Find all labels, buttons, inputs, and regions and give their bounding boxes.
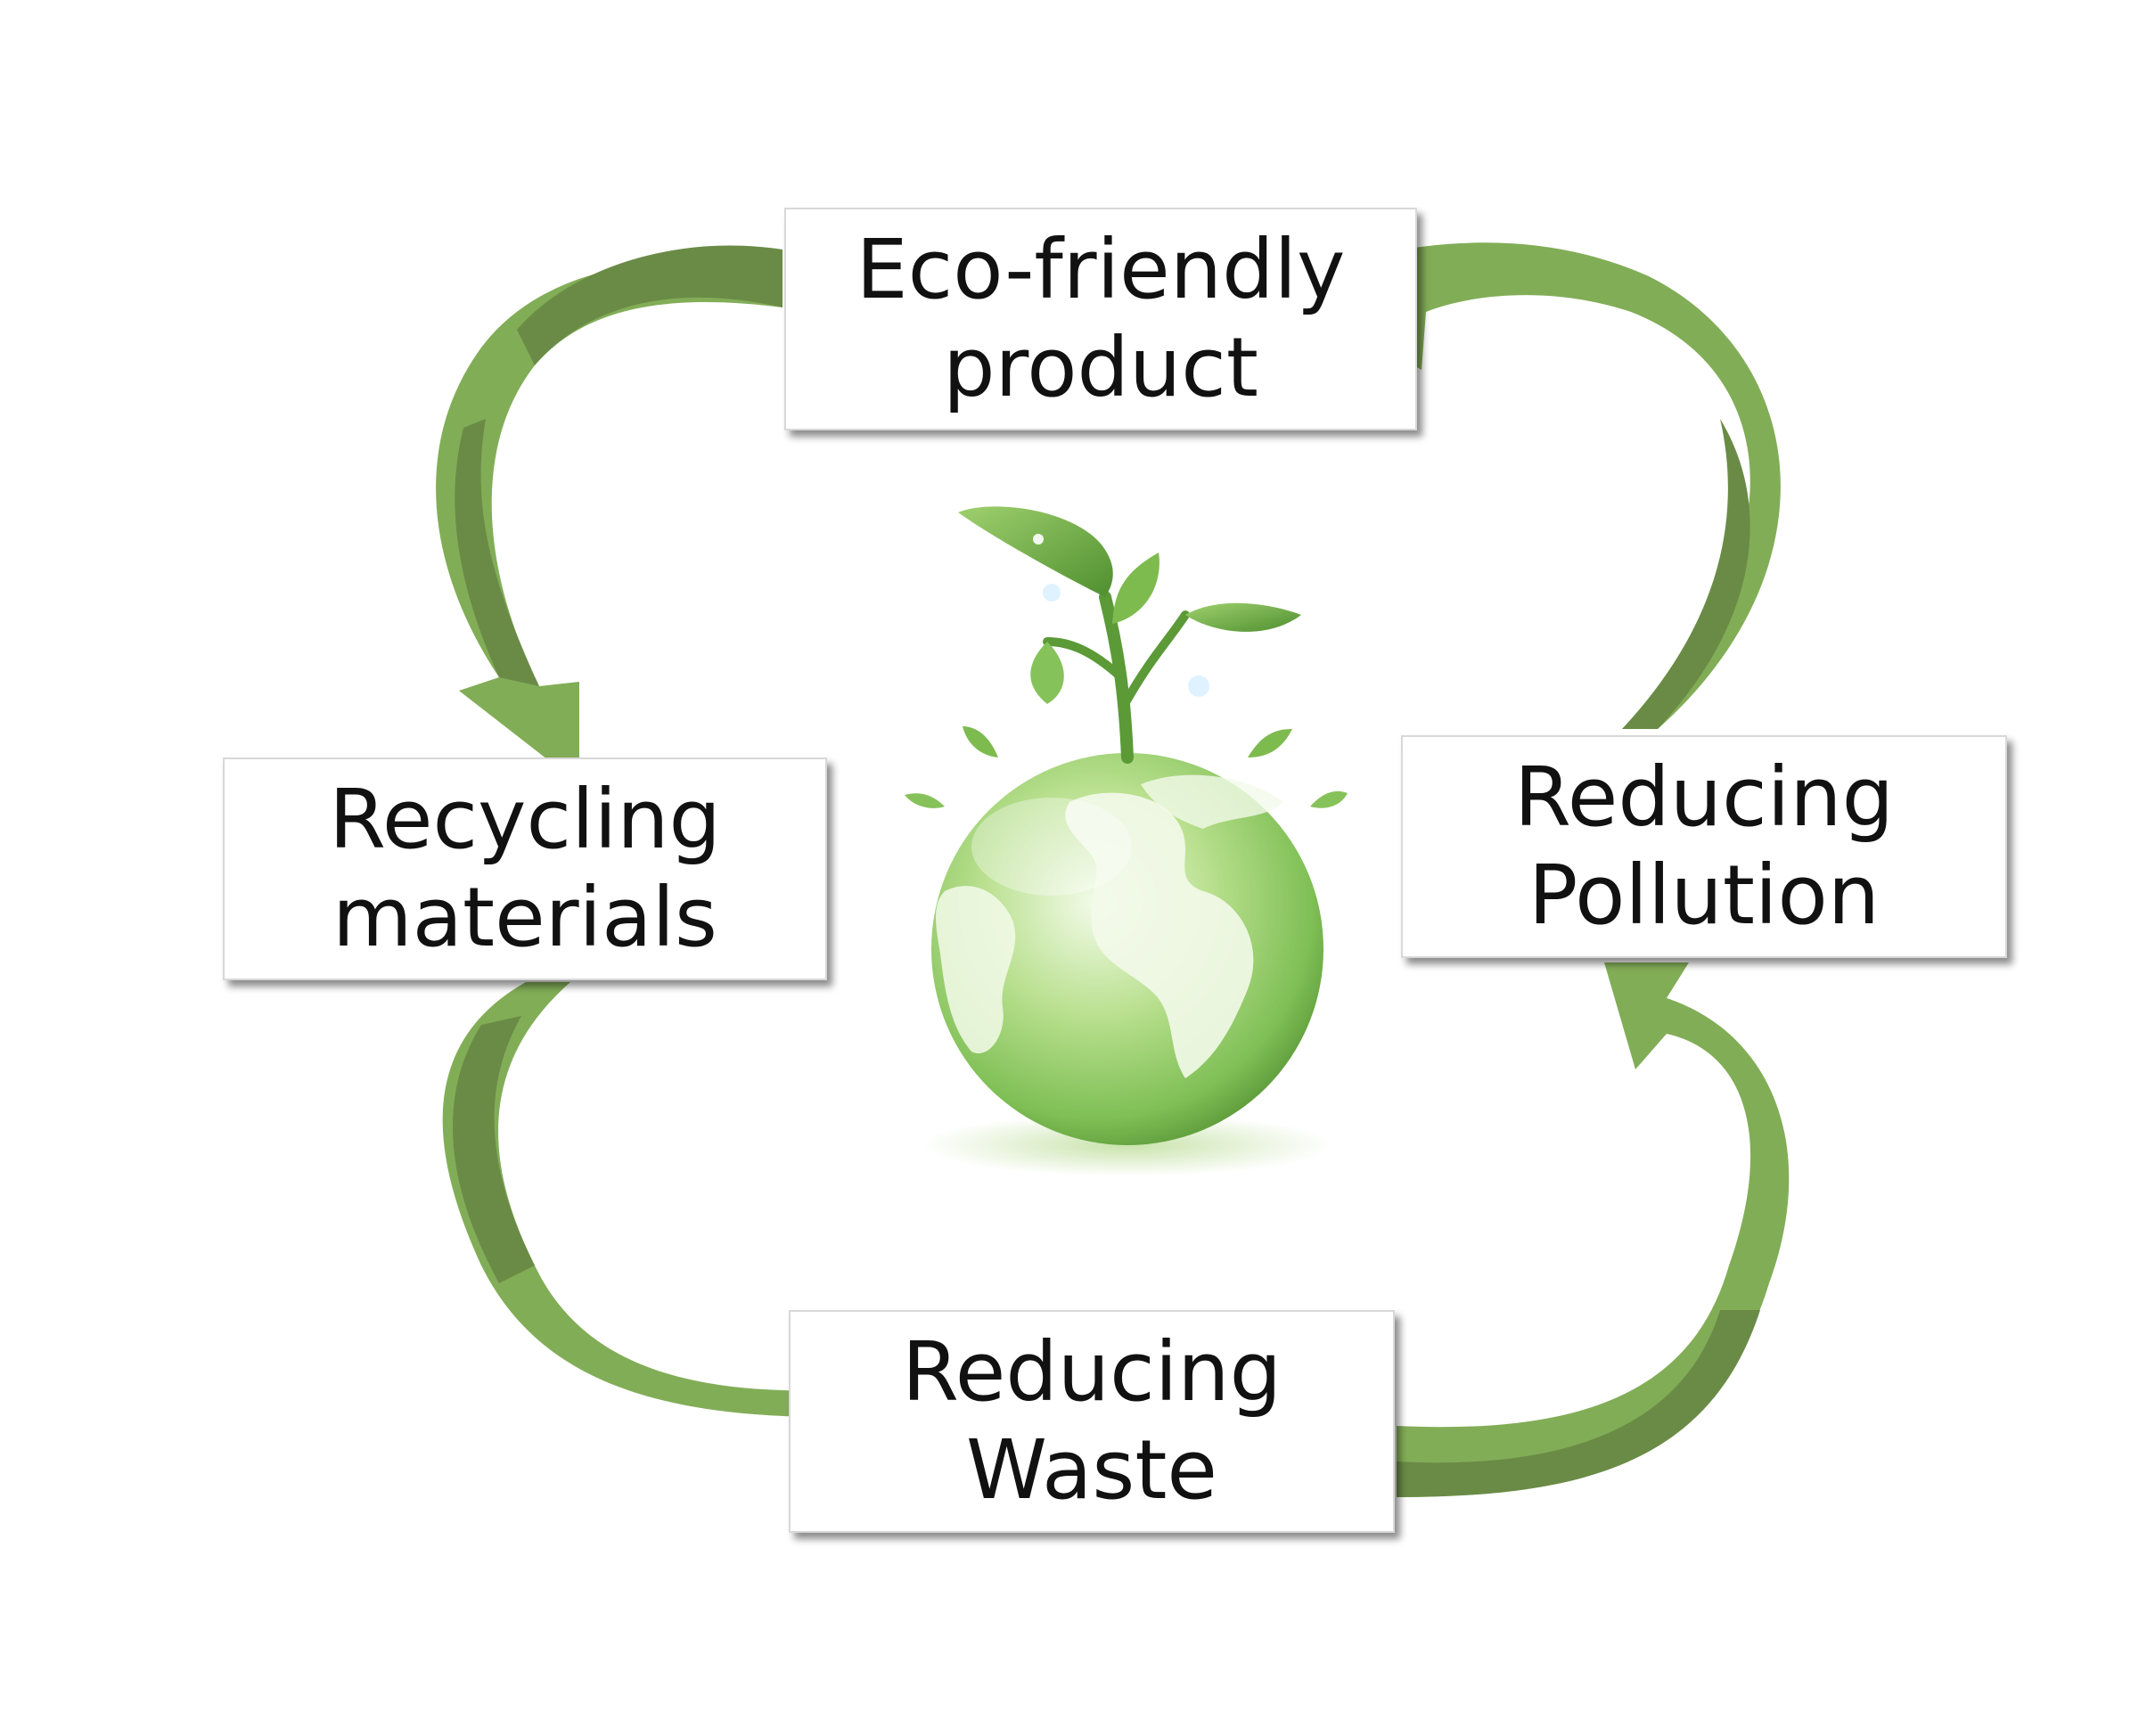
earth-globe-icon xyxy=(931,753,1323,1145)
arrow-to-reducing-pollution xyxy=(1397,962,1790,1497)
stage-box-recycling-materials: Recycling materials xyxy=(223,757,827,980)
stage-label-line-1: Recycling xyxy=(329,772,721,867)
arrow-to-recycling-materials xyxy=(436,245,783,785)
arrow-to-reducing-waste xyxy=(442,982,945,1479)
stage-box-reducing-waste: Reducing Waste xyxy=(789,1310,1395,1533)
stage-label-line-1: Reducing xyxy=(902,1324,1282,1420)
stage-box-reducing-pollution: Reducing Pollution xyxy=(1401,735,2007,958)
stage-label-line-2: materials xyxy=(332,870,717,965)
stage-label-line-2: Waste xyxy=(965,1422,1218,1518)
stage-box-eco-friendly-product: Eco-friendly product xyxy=(784,208,1417,430)
stage-label-line-1: Eco-friendly xyxy=(856,222,1346,317)
sprout-icon xyxy=(905,506,1348,808)
stage-label-line-1: Reducing xyxy=(1514,749,1894,845)
stage-label-line-2: product xyxy=(943,320,1258,415)
stage-label-line-2: Pollution xyxy=(1528,848,1881,943)
